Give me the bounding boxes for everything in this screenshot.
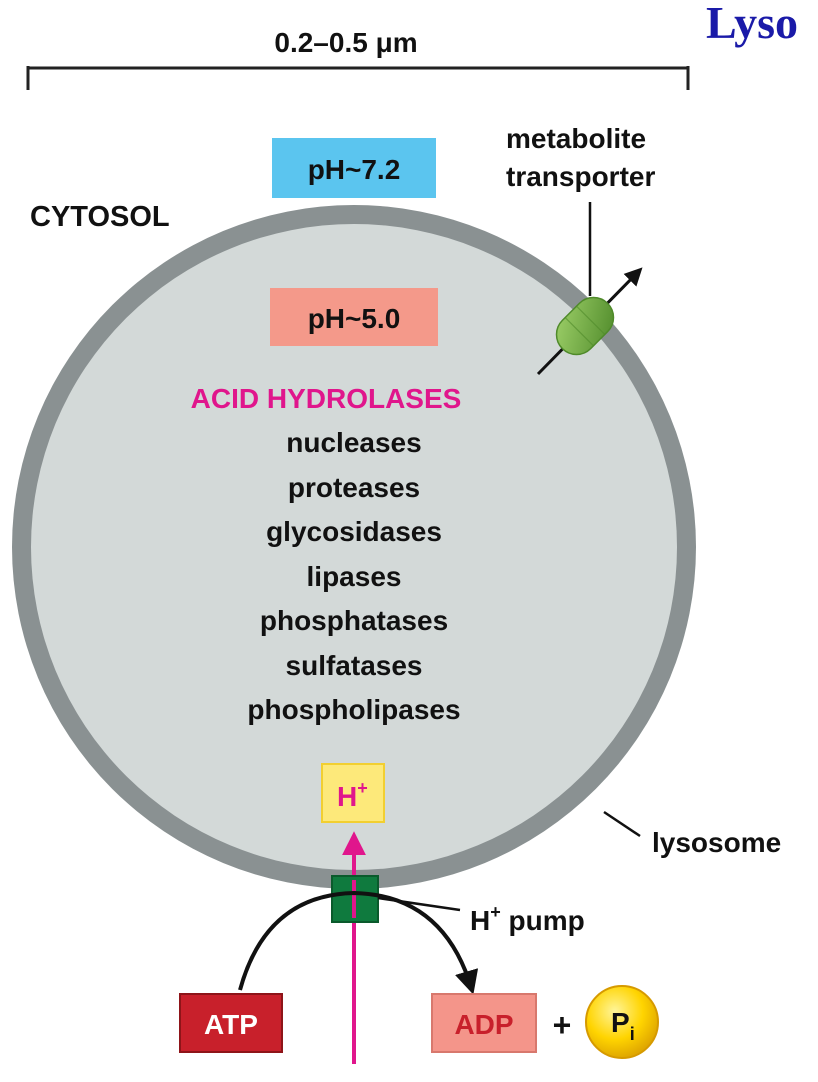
enzyme-item: nucleases	[286, 427, 421, 458]
lumen-ph-label: pH~5.0	[308, 303, 401, 334]
lumen-ph-box	[270, 288, 438, 346]
adp-box	[431, 993, 537, 1053]
atp-box	[179, 993, 283, 1053]
scale-label: 0.2–0.5 μm	[274, 27, 417, 58]
enzyme-item: sulfatases	[286, 650, 423, 681]
cytosol-label: CYTOSOL	[30, 201, 170, 233]
enzyme-item: phospholipases	[247, 694, 460, 725]
pump-label: H+ pump	[470, 902, 585, 936]
plus-sign: +	[553, 1007, 572, 1043]
lysosome-leader-line	[603, 810, 641, 838]
enzyme-item: proteases	[288, 472, 420, 503]
cytosol-ph-box	[272, 138, 436, 198]
metabolite-transporter-icon	[555, 296, 615, 356]
adp-label: ADP	[454, 1009, 513, 1040]
enzyme-item: lipases	[307, 561, 402, 592]
scale-bar	[26, 66, 690, 90]
proton-box	[321, 763, 385, 823]
page-title: Lyso	[706, 0, 798, 48]
transporter-label-line2: transporter	[506, 161, 655, 192]
cytosol-ph-label: pH~7.2	[308, 154, 401, 185]
phosphate-icon	[585, 985, 659, 1059]
proton-symbol: H+	[337, 778, 368, 812]
hydrolases-heading: ACID HYDROLASES	[191, 383, 462, 414]
reaction-arc-arrow	[238, 890, 479, 995]
lysosome-lumen	[31, 224, 677, 870]
atp-label: ATP	[204, 1009, 258, 1040]
transporter-label-line1: metabolite	[506, 123, 646, 154]
enzyme-item: phosphatases	[260, 605, 448, 636]
enzyme-item: glycosidases	[266, 516, 442, 547]
lysosome-label: lysosome	[652, 827, 781, 858]
phosphate-label: Pi	[611, 1007, 635, 1044]
